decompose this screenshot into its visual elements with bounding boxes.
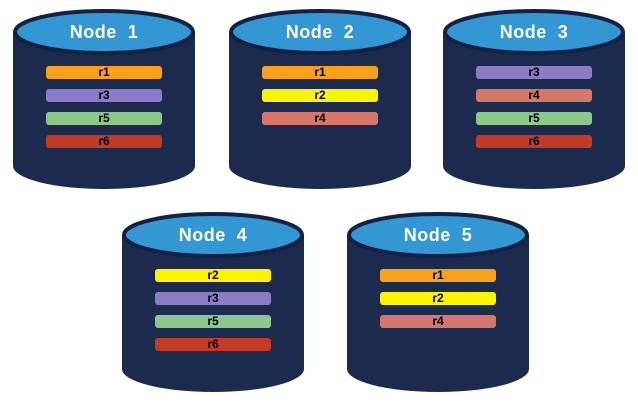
- replica-bar-r2: r2: [380, 292, 496, 305]
- replica-list: r1 r2 r4: [380, 269, 496, 338]
- replica-bar-r6: r6: [155, 338, 271, 351]
- replica-bar-r2: r2: [262, 89, 378, 102]
- replica-bar-r4: r4: [262, 112, 378, 125]
- replica-bar-r5: r5: [46, 112, 162, 125]
- replica-bar-r1: r1: [46, 66, 162, 79]
- replica-bar-r2: r2: [155, 269, 271, 282]
- replica-bar-r5: r5: [155, 315, 271, 328]
- replica-bar-r1: r1: [380, 269, 496, 282]
- replica-bar-r5: r5: [476, 112, 592, 125]
- replica-bar-r4: r4: [380, 315, 496, 328]
- replica-list: r2 r3 r5 r6: [155, 269, 271, 361]
- replica-bar-r6: r6: [46, 135, 162, 148]
- replica-bar-r3: r3: [155, 292, 271, 305]
- replica-bar-r1: r1: [262, 66, 378, 79]
- replica-bar-r4: r4: [476, 89, 592, 102]
- replica-list: r3 r4 r5 r6: [476, 66, 592, 158]
- replica-list: r1 r2 r4: [262, 66, 378, 135]
- replica-bar-r6: r6: [476, 135, 592, 148]
- replica-bar-r3: r3: [476, 66, 592, 79]
- replica-list: r1 r3 r5 r6: [46, 66, 162, 158]
- replica-bar-r3: r3: [46, 89, 162, 102]
- database-cylinder-icon: [347, 212, 529, 392]
